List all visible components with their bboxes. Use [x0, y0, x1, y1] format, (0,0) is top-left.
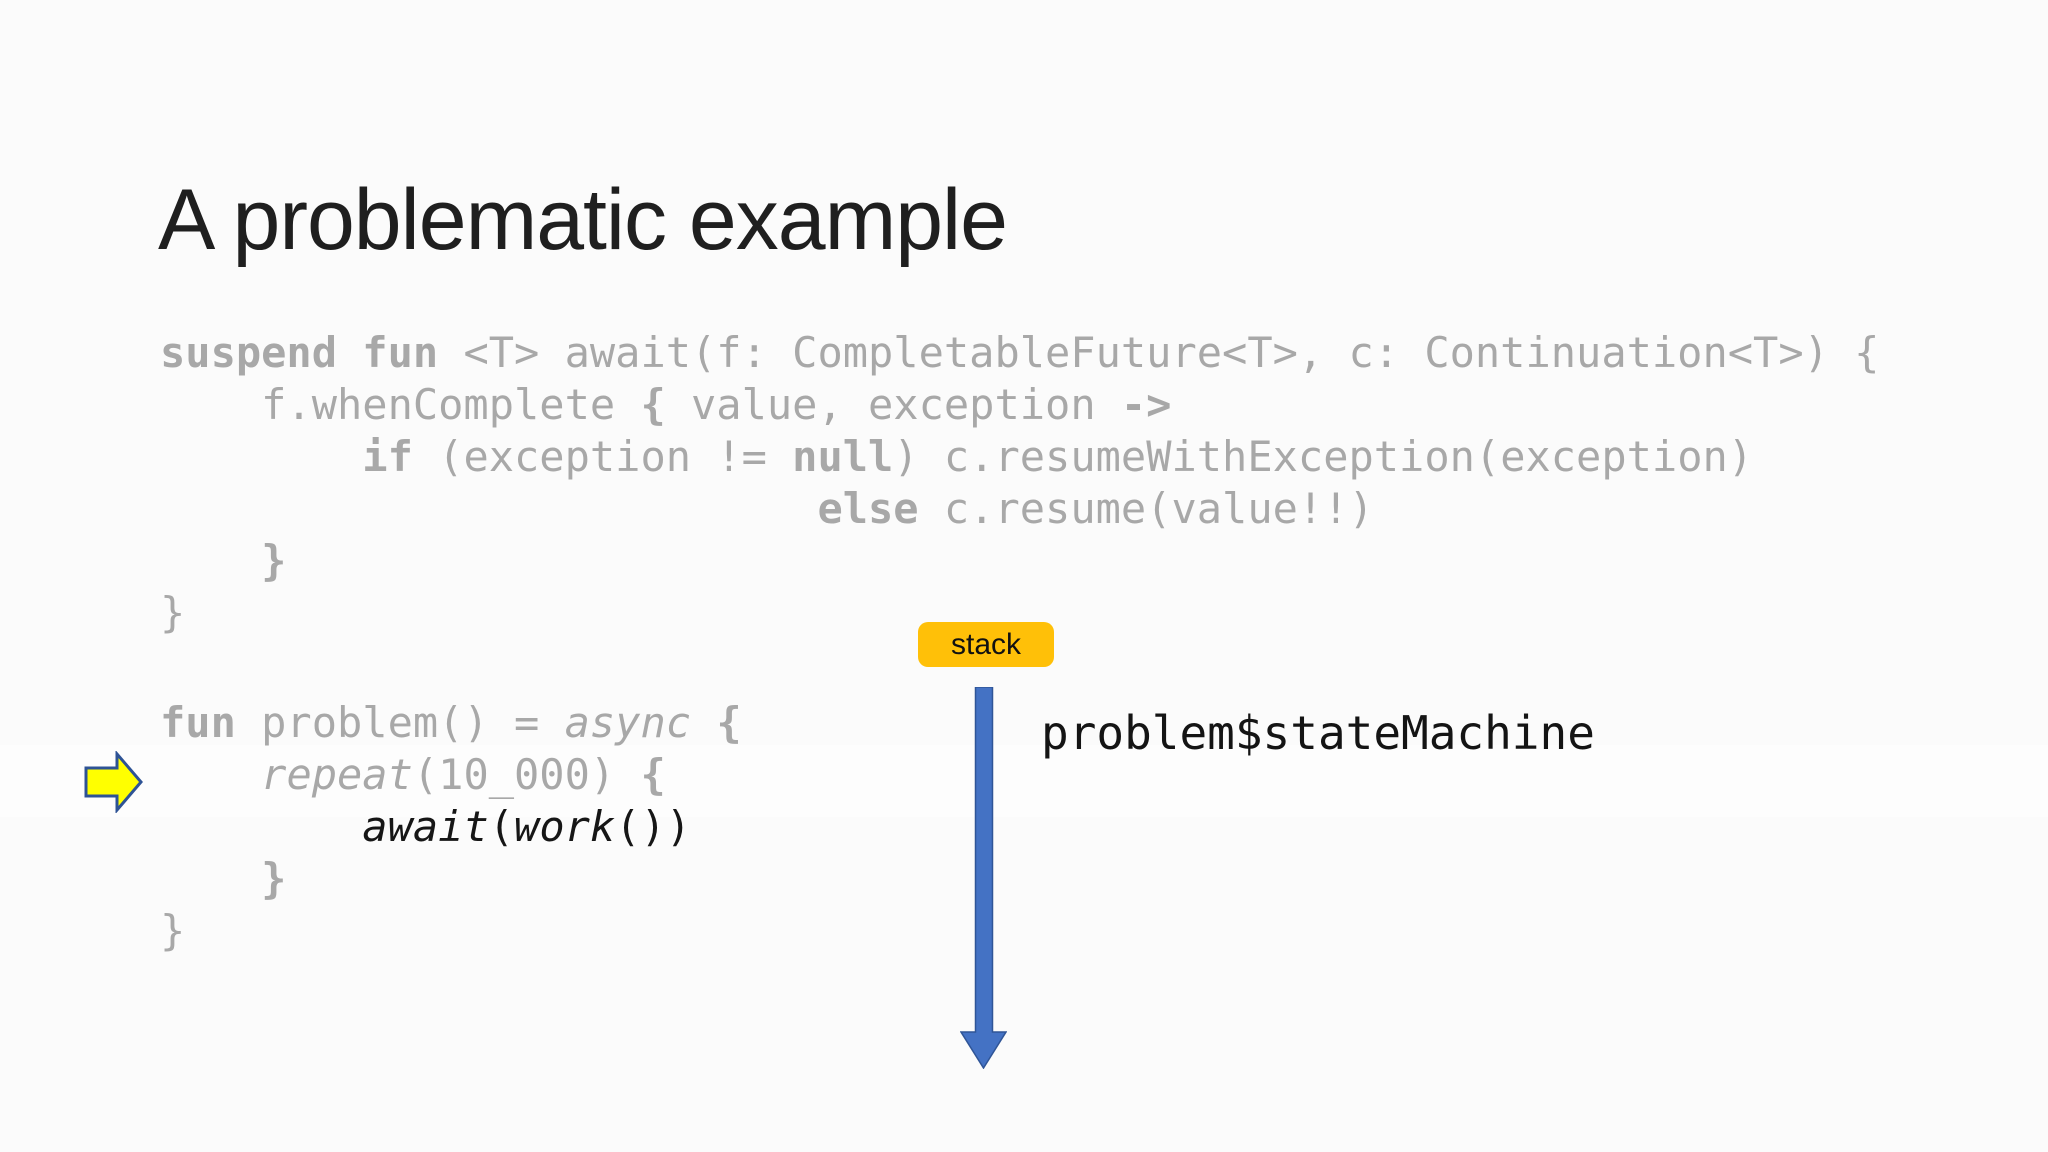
current-line-highlight-band — [0, 745, 2048, 817]
code-line: await(work()) — [362, 802, 692, 851]
code-line: } — [160, 906, 186, 955]
code-block-await-fn: suspend fun <T> await(f: CompletableFutu… — [160, 327, 1879, 639]
stack-growth-arrow-icon — [959, 686, 1008, 1074]
stack-badge: stack — [918, 622, 1054, 667]
code-line: } — [160, 588, 186, 637]
code-line: f.whenComplete { value, exception -> — [160, 380, 1172, 429]
code-line: } — [261, 854, 287, 903]
code-line: fun problem() = async { — [160, 698, 742, 747]
current-line-arrow-icon — [84, 749, 144, 818]
code-line: repeat(10_000) { — [261, 750, 666, 799]
state-machine-label: problem$stateMachine — [1041, 706, 1595, 760]
code-line: } — [261, 536, 287, 585]
stack-badge-label: stack — [950, 627, 1022, 661]
code-line: else c.resume(value!!) — [817, 484, 1374, 533]
code-block-problem-fn: fun problem() = async { repeat(10_000) {… — [160, 697, 742, 957]
slide-title: A problematic example — [158, 171, 1008, 268]
code-line: suspend fun <T> await(f: CompletableFutu… — [160, 328, 1880, 377]
code-line: if (exception != null) c.resumeWithExcep… — [362, 432, 1754, 481]
